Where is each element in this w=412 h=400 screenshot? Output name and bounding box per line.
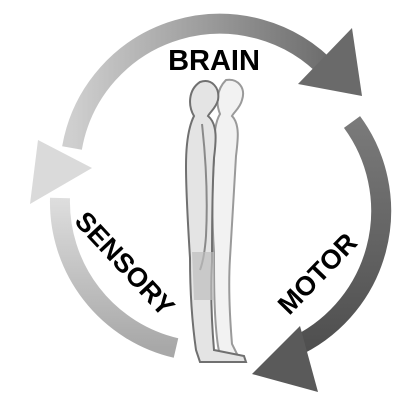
brain-label: BRAIN <box>168 45 260 77</box>
human-figure-icon <box>186 80 246 362</box>
sensory-label: SENSORY <box>69 206 180 322</box>
